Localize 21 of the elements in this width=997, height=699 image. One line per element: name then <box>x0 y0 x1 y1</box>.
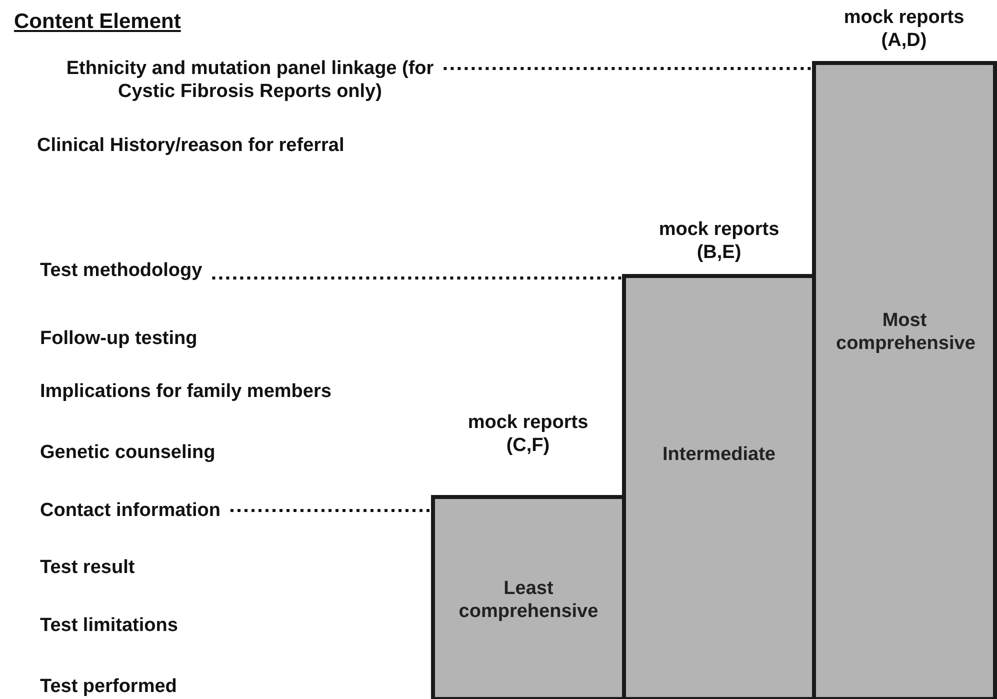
content-element-text: Genetic counseling <box>40 441 216 464</box>
content-element-text: Test methodology <box>40 259 202 282</box>
bar-caption: mock reports (A,D) <box>842 6 966 52</box>
report-bar <box>812 61 997 699</box>
bar-label: Intermediate <box>662 443 776 466</box>
content-element-text: Test performed <box>40 675 177 698</box>
dotted-leader-line <box>444 67 812 70</box>
content-element-text: Clinical History/reason for referral <box>37 134 344 157</box>
content-element-text: Test limitations <box>40 614 178 637</box>
bar-label: Most comprehensive <box>835 309 976 355</box>
dotted-leader-line <box>230 509 431 512</box>
content-element-text: Implications for family members <box>40 380 332 403</box>
heading: Content Element <box>14 10 181 33</box>
bar-caption: mock reports (C,F) <box>466 411 590 457</box>
bar-label: Least comprehensive <box>458 577 600 623</box>
content-element-text: Test result <box>40 556 135 579</box>
content-element-text: Contact information <box>40 499 220 522</box>
content-element-text: Follow-up testing <box>40 327 198 350</box>
dotted-leader-line <box>212 276 622 280</box>
bar-caption: mock reports (B,E) <box>658 218 780 264</box>
content-element-text: Ethnicity and mutation panel linkage (for Cystic Fibrosis Reports only) <box>40 57 460 103</box>
